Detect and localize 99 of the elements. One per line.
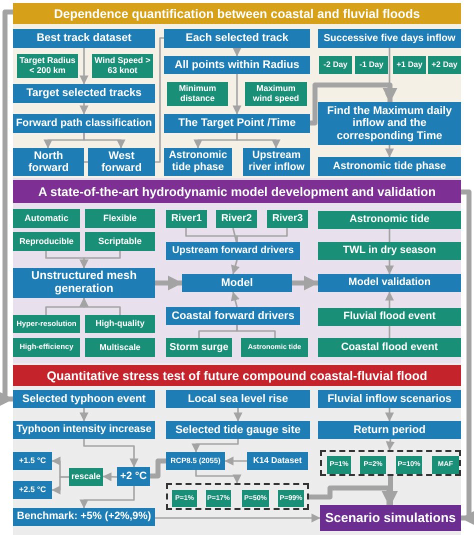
arrow [386,438,395,450]
arrow [80,251,121,268]
connector-line [236,228,288,242]
attribute-box: -1 Day [355,56,388,74]
arrow [80,48,88,84]
arrow [155,514,320,522]
connector-line [155,37,164,163]
arrow [230,292,240,308]
connector-line [84,161,88,163]
arrow [232,47,242,56]
process-box: Return period [318,421,461,439]
attribute-box: Coastal flood event [318,338,461,357]
connector-line [232,228,238,242]
process-box: Local sea level rise [166,390,310,408]
process-box: Unstructured mesh generation [13,268,155,298]
process-box: Each selected track [164,29,310,48]
attribute-box: TWL in dry season [318,242,461,260]
process-box: Target selected tracks [13,84,155,103]
process-box: Typhoon intensity increase [13,421,155,439]
thick-arrow [460,190,474,526]
dashed-group-box [166,483,309,510]
attribute-box: High-quality [85,315,155,333]
dashed-group-box [320,450,461,476]
section-header: Dependence quantification between coastal and fluvial floods [13,3,461,24]
attribute-box: Minimum distance [167,82,228,106]
process-box: North forward [13,148,84,176]
arrow [102,472,118,482]
attribute-box: River2 [216,210,257,228]
arrow [385,408,394,422]
attribute-box: Maximum wind speed [245,82,307,106]
process-box: K14 Dataset [247,452,308,470]
attribute-box: Flexible [85,209,155,228]
process-box: All points within Radius [164,56,310,74]
connector-line [388,229,390,242]
attribute-box: Multiscale [85,338,155,357]
process-box: Model validation [318,274,461,292]
process-box: Selected typhoon event [13,390,155,408]
arrow [224,456,247,466]
arrow [232,74,242,114]
arrow [236,133,280,148]
process-box: Astronomic tide phase [164,148,232,176]
thick-arrow [155,276,183,290]
attribute-box: River3 [267,210,308,228]
process-box: Benchmark: +5% (+2%,9%) [13,508,155,526]
thick-arrow [310,82,398,126]
attribute-box: Fluvial flood event [318,308,461,326]
attribute-box: Astronomic tide [318,211,461,229]
process-box: +2.5 °C [13,481,52,499]
section-header: Quantitative stress test of future compound coastal-fluvial flood [13,365,461,386]
arrow [385,292,394,308]
process-box: Selected tide gauge site [166,421,310,439]
attribute-box: Target Radius < 200 km [17,54,78,78]
arrow [385,145,394,158]
process-box: Forward path classification [13,114,155,133]
arrow [385,260,394,274]
process-box: Successive five days inflow [318,29,461,48]
thick-arrow [0,10,14,406]
section-panel [13,363,461,535]
arrow [192,439,239,452]
connector-line [150,458,166,478]
arrow [234,408,242,422]
section-panel [13,3,461,178]
arrow [195,470,242,484]
arrow [52,476,69,494]
attribute-box: Automatic [13,209,80,228]
process-box: Model [182,274,292,292]
attribute-box: Storm surge [166,338,232,357]
attribute-box: Scriptable [85,232,155,251]
thick-arrow [292,276,319,290]
process-box: +2 °C [117,467,150,486]
attribute-box: +1 Day [393,56,426,74]
process-box: Astronomic tide phase [318,157,461,176]
arrow [80,486,135,508]
process-box: West forward [88,148,155,176]
arrow [231,260,240,274]
connector-line [236,325,276,338]
attribute-box: Wind Speed > 63 knot [92,54,153,78]
section-header: A state-of-the-art hydrodynamic model development and validation [13,180,461,203]
process-box: The Target Point /Time [164,114,310,133]
arrow [80,298,121,315]
process-box: Find the Maximum daily inflow and the corresponding Time [318,102,461,145]
attribute-box: +2 Day [428,56,461,74]
process-box: Best track dataset [13,29,155,48]
arrow [83,439,138,468]
arrow [83,133,126,148]
process-box: Coastal forward drivers [166,307,300,325]
process-box: Fluvial inflow scenarios [318,390,461,408]
attribute-box: -2 Day [319,56,352,74]
connector-line [388,326,390,338]
section-panel [13,178,461,363]
process-box: Upstream river inflow [243,148,310,176]
arrow [80,103,88,114]
result-box: Scenario simulations [320,505,461,531]
process-box: +1.5 °C [13,452,52,470]
attribute-box: Reproducible [13,232,80,251]
arrow [80,408,88,422]
attribute-box: rescale [69,468,103,486]
process-box: Upstream forward drivers [166,242,300,260]
attribute-box: River1 [166,210,207,228]
